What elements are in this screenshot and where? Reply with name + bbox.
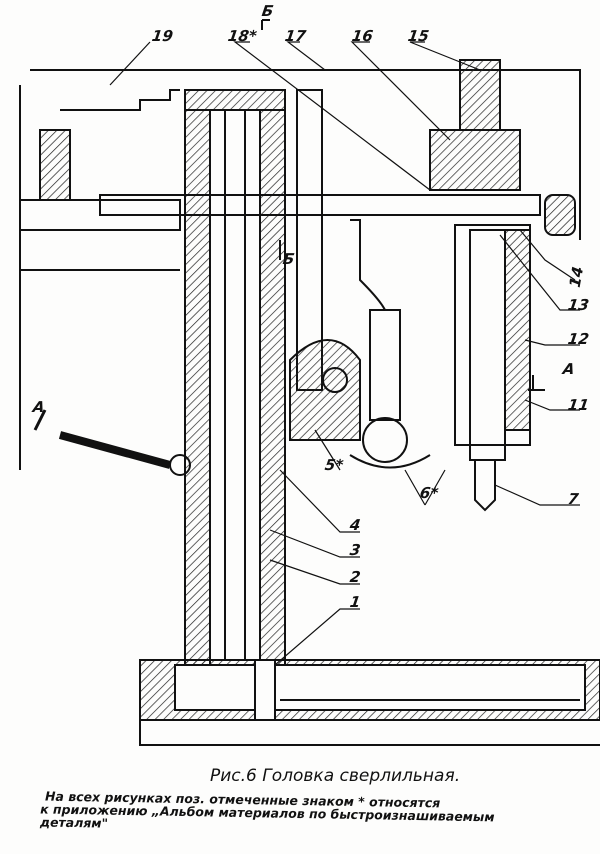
leader-lines — [109, 41, 580, 666]
part-label-5: 5* — [323, 456, 345, 474]
part-label-14: 14 — [565, 265, 588, 289]
part-label-15: 15 — [406, 27, 431, 45]
part-label-6: 6* — [418, 484, 440, 502]
housing-outline — [30, 69, 581, 240]
spindle-top-housing — [429, 129, 521, 191]
part-label-13: 13 — [566, 296, 591, 314]
part-label-19: 19 — [150, 27, 175, 45]
column-right-wall — [259, 109, 286, 671]
part-label-18: 18* — [226, 27, 258, 45]
part-label-11: 11 — [566, 396, 591, 414]
part-label-17: 17 — [283, 27, 308, 45]
part-label-16: 16 — [350, 27, 375, 45]
figure-caption: Рис.6 Головка сверлильная. — [210, 766, 461, 786]
part-label-12: 12 — [566, 330, 591, 348]
section-mark-a-left: A — [31, 398, 46, 416]
section-mark-a-right: A — [561, 360, 576, 378]
column-left-wall — [184, 109, 211, 671]
